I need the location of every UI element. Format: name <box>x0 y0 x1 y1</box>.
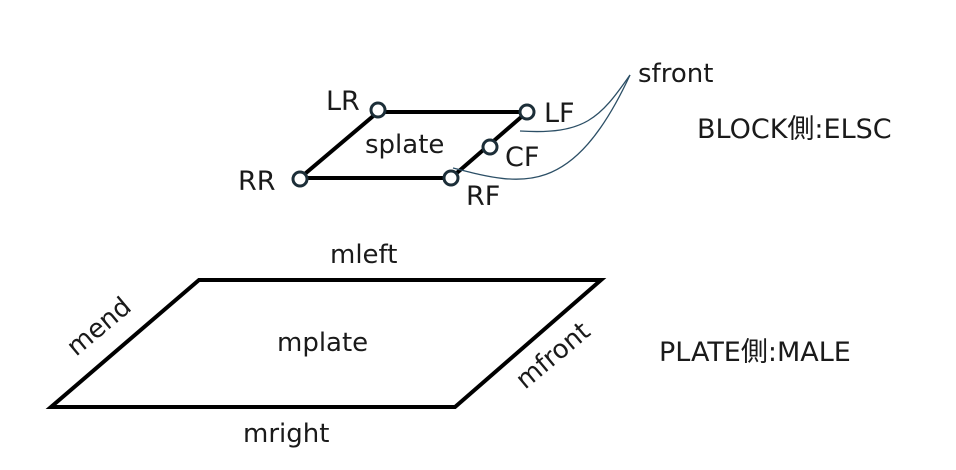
point-lr-label: LR <box>326 86 360 117</box>
point-rf-marker <box>442 169 460 187</box>
splate-label: splate <box>365 130 444 160</box>
point-cf-label: CF <box>505 142 539 173</box>
point-lf-label: LF <box>544 98 575 129</box>
point-lf-marker <box>518 103 536 121</box>
sfront-label: sfront <box>638 59 713 89</box>
mend-label: mend <box>61 292 137 363</box>
mfront-label: mfront <box>510 316 596 395</box>
point-lr-marker <box>369 101 387 119</box>
point-rr-label: RR <box>238 166 276 197</box>
point-rr-marker <box>291 170 309 188</box>
plate-side-label: PLATE側:MALE <box>659 337 851 368</box>
point-rf-label: RF <box>466 181 500 212</box>
mplate-label: mplate <box>277 328 368 358</box>
mright-label: mright <box>243 419 329 449</box>
point-cf-marker <box>481 138 499 156</box>
sfront-callout-line-lf <box>519 74 631 133</box>
sfront-callout-line-rf <box>452 74 631 180</box>
mleft-label: mleft <box>330 240 397 270</box>
mplate-outline <box>45 278 607 409</box>
block-side-label: BLOCK側:ELSC <box>697 114 892 145</box>
